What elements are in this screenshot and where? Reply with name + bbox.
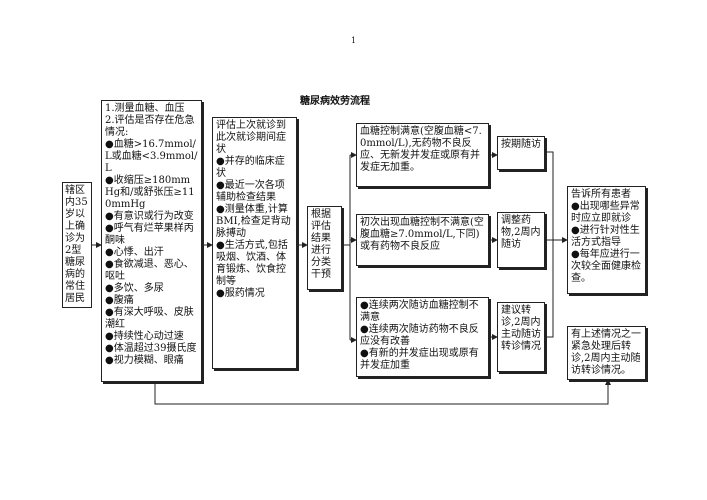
action-scheduled-followup-box: 按期随访: [497, 136, 545, 170]
emergency-referral-box: 有上述情况之一紧急处理后转诊,2周内主动随访转诊情况。: [567, 326, 646, 380]
action-referral-box: 建议转诊,2周内主动随访转诊情况: [497, 302, 545, 372]
diagram-title: 糖尿病效劳流程: [300, 96, 370, 107]
arrow-emergency-followup: [154, 379, 611, 405]
link-act3: [545, 240, 554, 338]
condition-referral-box: ●连续两次随访血糖控制不满意 ●连续两次随访药物不良反应没有改善 ●有新的并发症…: [356, 297, 489, 377]
action-adjust-medication-box: 调整药物,2周内随访: [497, 212, 545, 268]
link-act1: [545, 151, 554, 240]
condition-satisfactory-box: 血糖控制满意(空腹血糖<7.0mmol/L),无药物不良反应、无新发并发症或原有…: [356, 123, 489, 187]
target-population-box: 辖区内35岁以上确诊为2型糖尿病的常住居民: [62, 182, 92, 308]
follow-up-evaluation-box: 评估上次就诊到此次就诊期间症状 ●并存的临床症状 ●最近一次各项辅助检查结果 ●…: [212, 117, 297, 369]
initial-assessment-box: 1.测量血糖、血压 2.评估是否存在危急情况: ●血糖>16.7mmol/L或血…: [101, 100, 202, 382]
inform-patients-box: 告诉所有患者 ●出现哪些异常时应立即就诊 ●进行针对性生活方式指导 ●每年应进行…: [567, 186, 646, 294]
page-number: 1: [351, 36, 357, 45]
classification-box: 根据评估结果进行分类干预: [307, 206, 342, 290]
condition-unsatisfactory-box: 初次出现血糖控制不满意(空腹血糖≥7.0mmol/L,下同)或有药物不良反应: [356, 214, 489, 266]
